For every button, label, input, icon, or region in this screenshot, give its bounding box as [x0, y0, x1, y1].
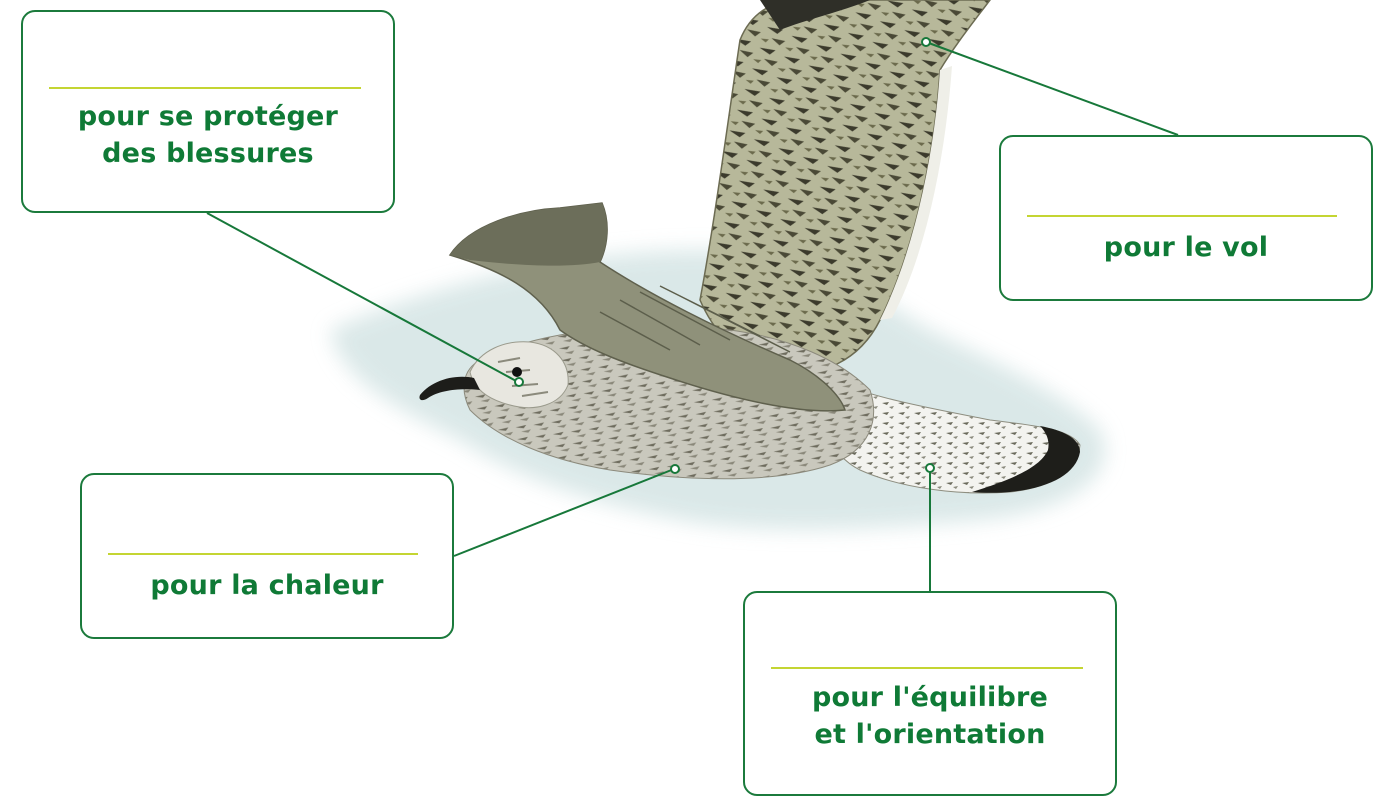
label-box-flight: pour le vol [999, 135, 1373, 301]
label-box-warmth: pour la chaleur [80, 473, 454, 639]
leader-dot-flight [922, 38, 930, 46]
leader-line-flight [926, 42, 1178, 135]
label-flight: pour le vol [1001, 229, 1371, 266]
leader-line-protection [207, 213, 518, 382]
answer-line-warmth[interactable] [108, 553, 418, 555]
label-box-balance: pour l'équilibre et l'orientation [743, 591, 1117, 796]
label-box-protection: pour se protéger des blessures [21, 10, 395, 213]
label-warmth: pour la chaleur [82, 567, 452, 604]
answer-line-protection[interactable] [49, 87, 361, 89]
answer-line-balance[interactable] [771, 667, 1083, 669]
answer-line-flight[interactable] [1027, 215, 1337, 217]
leader-line-warmth [454, 469, 674, 556]
label-protection: pour se protéger des blessures [23, 98, 393, 172]
leader-dot-warmth [671, 465, 679, 473]
label-balance: pour l'équilibre et l'orientation [745, 679, 1115, 753]
leader-dot-protection [515, 378, 523, 386]
leader-dot-balance [926, 464, 934, 472]
